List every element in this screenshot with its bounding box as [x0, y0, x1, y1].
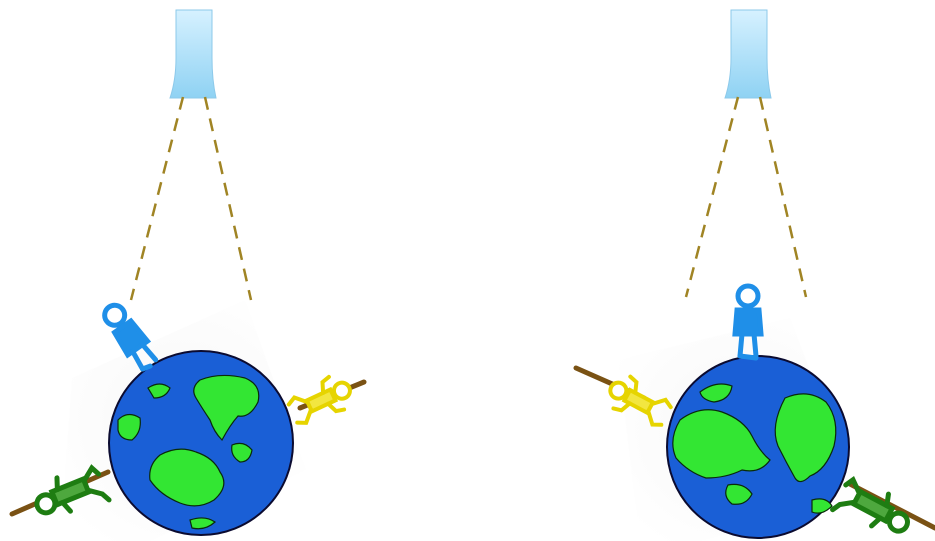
earth-globe-icon [667, 356, 849, 538]
light-beam [131, 97, 251, 300]
earth-globe-icon [109, 351, 293, 535]
green-person-figure [833, 474, 935, 541]
light-source-icon [170, 10, 216, 98]
yellow-person-figure [285, 371, 364, 430]
right-panel [576, 10, 935, 541]
light-beam [686, 97, 806, 297]
left-panel [12, 10, 364, 541]
light-source-icon [725, 10, 771, 98]
